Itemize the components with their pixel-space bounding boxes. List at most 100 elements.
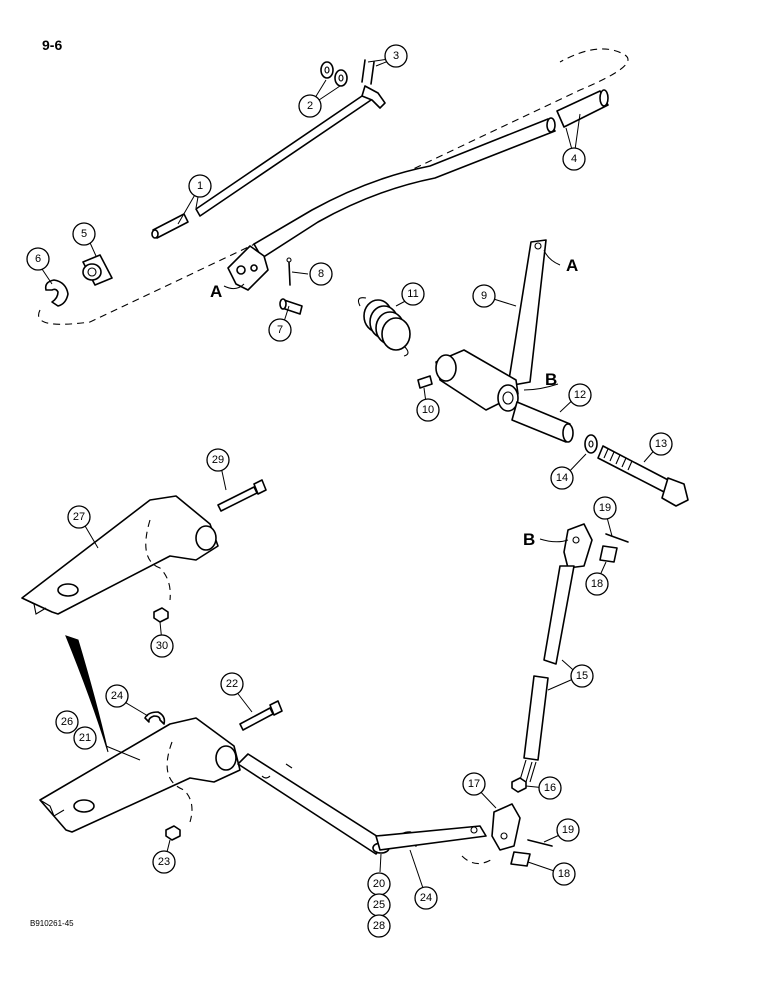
callout-19: 19: [593, 496, 617, 520]
svg-text:26: 26: [61, 716, 73, 728]
reference-arrow: [65, 635, 109, 753]
callout-6: 6: [26, 247, 50, 271]
svg-text:27: 27: [73, 511, 85, 523]
callout-12: 12: [568, 383, 592, 407]
svg-text:24: 24: [111, 690, 123, 702]
washer: [334, 69, 348, 87]
callout-11: 11: [401, 282, 425, 306]
svg-text:21: 21: [79, 732, 91, 744]
svg-text:5: 5: [81, 228, 87, 240]
jam-nut: [511, 777, 527, 793]
svg-text:11: 11: [407, 288, 418, 300]
callout-5: 5: [72, 222, 96, 246]
callout-27: 27: [67, 505, 91, 529]
svg-text:25: 25: [373, 899, 385, 911]
nut: [153, 607, 169, 623]
callout-26: 26: [55, 710, 79, 734]
retaining-clip: [44, 279, 69, 307]
callout-10: 10: [416, 398, 440, 422]
lower-lever: [39, 717, 241, 833]
callout-16: 16: [538, 776, 562, 800]
callout-22: 22: [220, 672, 244, 696]
upper-lever: [21, 495, 219, 615]
callout-29: 29: [206, 448, 230, 472]
svg-text:13: 13: [655, 438, 667, 450]
svg-text:17: 17: [468, 778, 480, 790]
svg-text:18: 18: [591, 578, 603, 590]
callout-24: 24: [105, 684, 129, 708]
callout-7: 7: [268, 318, 292, 342]
upper-clevis: [563, 523, 593, 569]
svg-text:29: 29: [212, 454, 224, 466]
svg-text:22: 22: [226, 678, 238, 690]
svg-text:23: 23: [158, 856, 170, 868]
callout-9: 9: [472, 284, 496, 308]
callout-1: 1: [188, 174, 212, 198]
svg-text:4: 4: [571, 153, 577, 165]
svg-text:24: 24: [420, 892, 432, 904]
svg-text:2: 2: [307, 100, 313, 112]
handle-tube: [253, 118, 556, 259]
spring: [357, 297, 411, 357]
callout-2: 2: [298, 94, 322, 118]
reference-letter-a: A: [566, 256, 578, 275]
svg-text:28: 28: [373, 920, 385, 932]
svg-text:1: 1: [197, 180, 203, 192]
callout-20: 20: [367, 872, 391, 896]
svg-text:9: 9: [481, 290, 487, 302]
washer: [584, 434, 598, 454]
callout-4: 4: [562, 147, 586, 171]
reference-letter-b: B: [523, 530, 535, 549]
callout-24: 24: [414, 886, 438, 910]
clevis-pin: [510, 851, 531, 867]
svg-text:20: 20: [373, 878, 385, 890]
washer: [320, 61, 334, 79]
svg-text:30: 30: [156, 640, 168, 652]
handle-clevis: [227, 245, 269, 291]
bolt: [217, 486, 258, 512]
rod-lower-half: [523, 675, 549, 761]
shaft-bushing: [511, 401, 571, 443]
callout-21: 21: [73, 726, 97, 750]
callout-13: 13: [649, 432, 673, 456]
lever-arm: [507, 239, 547, 387]
callout-18: 18: [585, 572, 609, 596]
handle-grip: [556, 90, 609, 128]
clevis-pin: [599, 545, 618, 563]
svg-text:8: 8: [318, 268, 324, 280]
nut: [165, 825, 181, 841]
svg-text:15: 15: [576, 670, 588, 682]
rod-upper-hook: [361, 85, 386, 109]
callout-8: 8: [309, 262, 333, 286]
callout-23: 23: [152, 850, 176, 874]
svg-text:12: 12: [574, 389, 586, 401]
rod-upper-half: [543, 565, 575, 665]
callout-18: 18: [552, 862, 576, 886]
lower-clevis: [491, 803, 521, 851]
callout-30: 30: [150, 634, 174, 658]
callout-14: 14: [550, 466, 574, 490]
svg-text:19: 19: [599, 502, 611, 514]
pedal-shaft: [237, 753, 387, 855]
callout-19: 19: [556, 818, 580, 842]
callout-28: 28: [367, 914, 391, 938]
callout-17: 17: [462, 772, 486, 796]
callout-3: 3: [384, 44, 408, 68]
snap-ring: [144, 711, 166, 725]
svg-text:16: 16: [544, 782, 556, 794]
svg-text:7: 7: [277, 324, 283, 336]
page-number: 9-6: [42, 37, 62, 53]
drawing-code: B910261-45: [30, 919, 74, 928]
shaft-arm: [375, 825, 487, 851]
svg-text:19: 19: [562, 824, 574, 836]
callout-15: 15: [570, 664, 594, 688]
reference-letter-b: B: [545, 370, 557, 389]
callout-25: 25: [367, 893, 391, 917]
svg-text:10: 10: [422, 404, 434, 416]
svg-text:18: 18: [558, 868, 570, 880]
reference-letter-a: A: [210, 282, 222, 301]
svg-text:14: 14: [556, 472, 568, 484]
svg-text:6: 6: [35, 253, 41, 265]
svg-text:3: 3: [393, 50, 399, 62]
